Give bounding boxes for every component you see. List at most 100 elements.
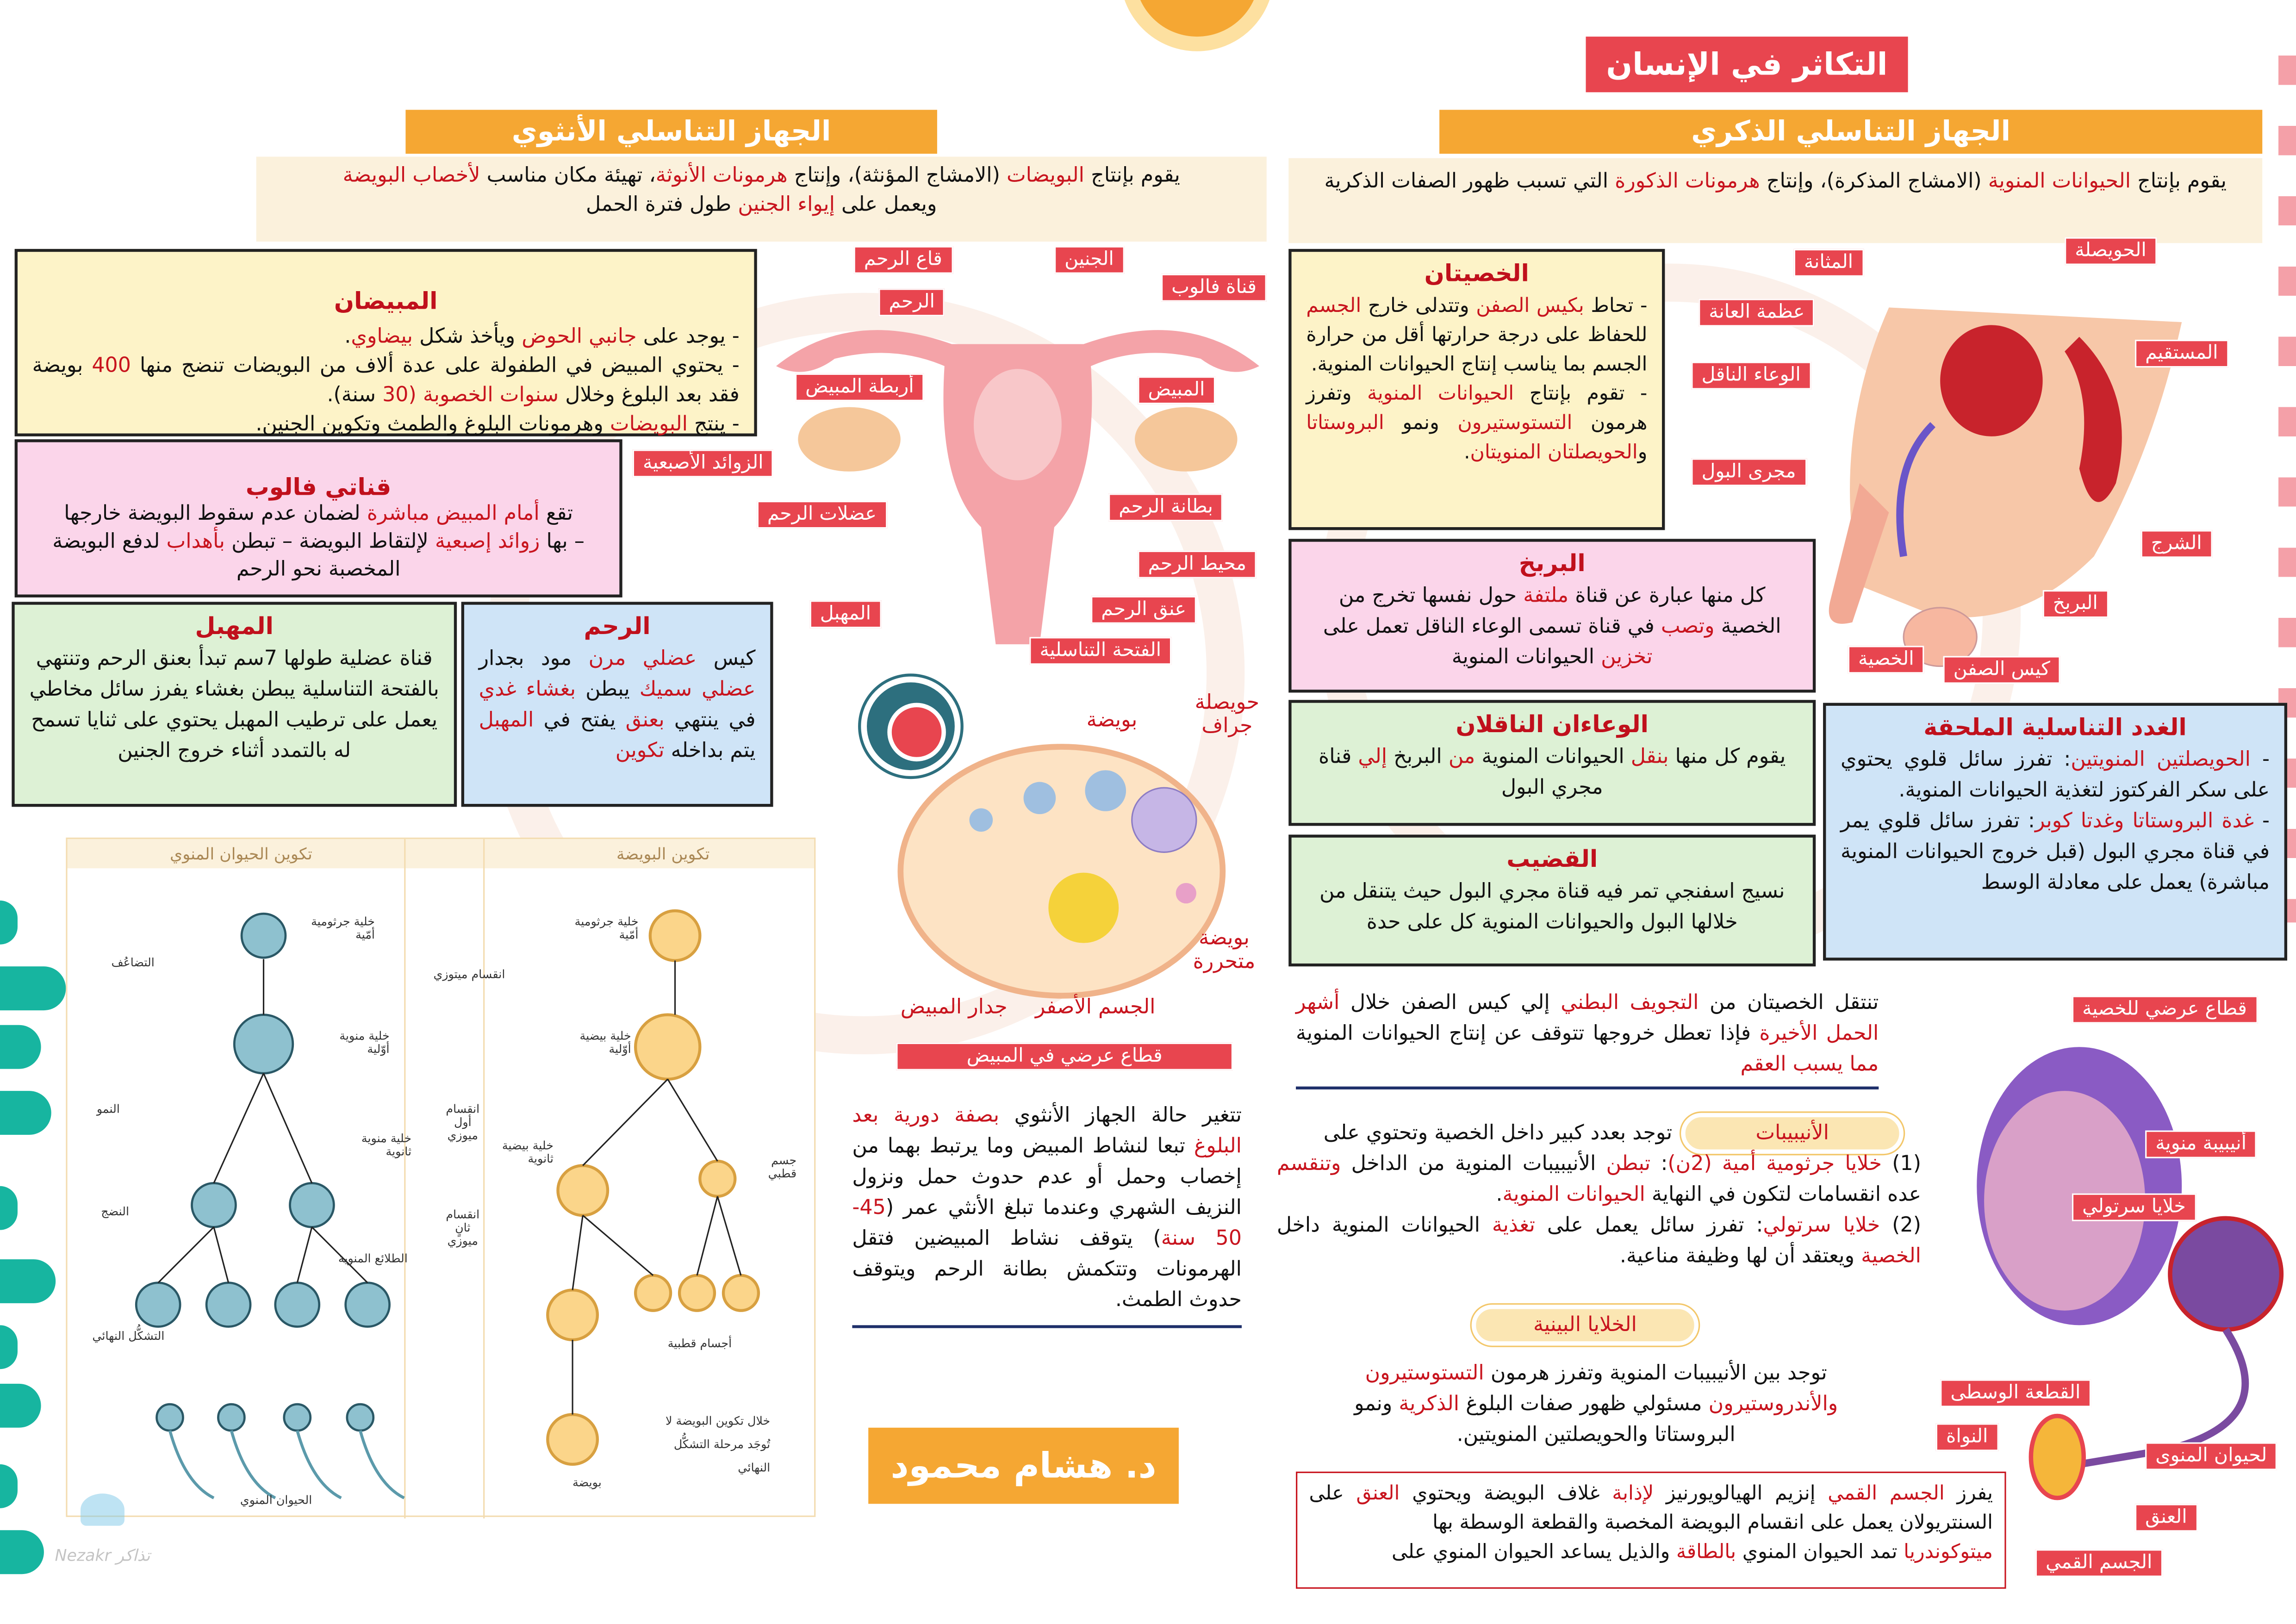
text-segment: - تقوم بإنتاج xyxy=(1529,382,1648,406)
highlighted-term: والأندروستيرون xyxy=(1708,1392,1838,1416)
highlighted-term: البروستاتا xyxy=(1306,411,1384,435)
epididymis-title: البربخ xyxy=(1518,549,1586,577)
text-segment: تنتقل الخصيتان من xyxy=(1699,991,1879,1015)
text-segment: - يوجد على xyxy=(636,325,740,349)
released-ovum-shape xyxy=(1176,883,1196,904)
highlighted-term: خلايا سرتولي xyxy=(1763,1213,1880,1238)
egg-label-1: خلية بيضية أوّلية xyxy=(579,1029,631,1056)
follicle-shape xyxy=(1085,770,1126,811)
label-uterus: الرحم xyxy=(878,288,946,317)
text-segment: ونمو البروستاتا والحويصلتين المنويتين. xyxy=(1354,1392,1736,1447)
text-segment: والذيل يساعد الحيوان المنوي على xyxy=(1391,1540,1676,1564)
text-segment: يفتح في xyxy=(534,709,626,732)
text-segment: الأنيبيبات المنوية من الداخل xyxy=(1341,1152,1606,1176)
label-seminal-vesicle: الحويصلة xyxy=(2065,237,2157,265)
highlighted-term: عضلي مرن xyxy=(588,647,697,671)
interstitial-cells-pill: الخلايا البينية xyxy=(1471,1305,1699,1346)
text-segment: ويعتقد أن لها وظيفة مناعية. xyxy=(1619,1244,1861,1268)
highlighted-term: لإذابة xyxy=(1612,1481,1654,1506)
penis-title: القضيب xyxy=(1506,845,1598,873)
text-segment: توجد بعدد كبير داخل الخصية وتحتوي على xyxy=(1323,1121,1673,1145)
text-segment: التي تسبب ظهور الصفات الذكرية xyxy=(1324,170,1615,193)
text-segment: . xyxy=(344,325,351,349)
text-segment: يقوم كل منها xyxy=(1668,745,1786,769)
text-segment: إلي كيس الصفن خلال xyxy=(1339,991,1561,1015)
text-segment: طول فترة الحمل xyxy=(586,193,738,217)
highlighted-term: المهبل xyxy=(479,709,534,732)
label-sertoli-cells: خلايا سرتولي xyxy=(2072,1193,2196,1221)
primary-spermatocyte xyxy=(233,1014,294,1075)
text-segment: - ينتج xyxy=(694,413,740,436)
text-segment: تتغير حالة الجهاز الأنثوي xyxy=(999,1104,1242,1128)
vas-deferens-title: الوعاءان الناقلان xyxy=(1456,710,1649,738)
text-segment: الحيوانات المنوية xyxy=(1475,745,1631,769)
menstrual-cycle-text: تتغير حالة الجهاز الأنثوي بصفة دورية بعد… xyxy=(852,1101,1242,1328)
text-segment: - يحتوي المبيض في الطفولة على عدة ألاف م… xyxy=(139,354,740,378)
highlighted-term: تخزين xyxy=(1601,646,1653,669)
egg-note: خلال تكوين البويضة لا تُوجَد مرحلة التشك… xyxy=(666,1414,771,1475)
text-segment: فإذا تعطل خروجها تتوقف عن إنتاج الحيوانا… xyxy=(1296,1022,1760,1046)
text-segment: حول نفسها تخرج من الخصية xyxy=(1338,584,1781,639)
sperm-head-shape xyxy=(2028,1413,2086,1500)
division-meiosis-2: انقسام ثانٍ ميوزي xyxy=(446,1208,480,1248)
teal-decoration xyxy=(0,1025,41,1069)
highlighted-term: الحويصلتان المنويتان xyxy=(1470,441,1638,464)
male-system-header: الجهاز التناسلي الذكري xyxy=(1439,110,2263,154)
highlighted-term: الحيوانات المنوية xyxy=(1367,382,1514,406)
text-segment: في قناة تسمى الوعاء الناقل تعمل على xyxy=(1323,615,1661,639)
highlighted-term: الجسم القمي xyxy=(1828,1481,1945,1506)
egg-label-5: بويضة xyxy=(572,1476,602,1489)
highlighted-term: بنقل xyxy=(1630,745,1669,769)
text-segment: سنة). xyxy=(327,383,383,407)
text-segment: : تفرز سائل قلوي يمر في قناة مجري البول … xyxy=(1841,809,2270,895)
division-mitotic: انقسام ميتوزي xyxy=(433,968,505,981)
highlighted-term: 45-50 سنة xyxy=(852,1196,1242,1251)
highlighted-term: البويضات xyxy=(1006,164,1085,187)
ovary-caption: قطاع عرضي في المبيض xyxy=(896,1042,1233,1070)
label-vas-deferens: الوعاء الناقل xyxy=(1691,361,1811,390)
stage-multiplication: التضاعُف xyxy=(111,956,155,970)
text-segment: وهرمونات البلوغ والطمث وتكوين الجنين. xyxy=(255,413,610,436)
text-segment: . xyxy=(1463,441,1470,464)
teal-decoration xyxy=(0,1186,18,1230)
text-segment: (2) xyxy=(1892,1213,1922,1238)
highlighted-term: بالطاقة xyxy=(1676,1540,1736,1564)
egg-label-4: أجسام قطبية xyxy=(667,1337,732,1350)
penis-box: القضيب نسيج اسفنجي تمر فيه قناة مجري الب… xyxy=(1288,834,1816,967)
female-system-header: الجهاز التناسلي الأنثوي xyxy=(405,110,937,154)
text-segment: لدفع البويضة المخصبة نحو الرحم xyxy=(52,530,401,582)
spermatid xyxy=(205,1282,252,1328)
text-segment: : تفرز سائل يعمل على xyxy=(1535,1213,1763,1238)
text-segment: كل منها عبارة عن قناة xyxy=(1568,584,1766,608)
teal-decoration xyxy=(0,966,66,1011)
label-corpus-luteum: الجسم الأصفر xyxy=(1035,996,1156,1020)
secondary-spermatocyte xyxy=(191,1182,237,1228)
label-ovary: المبيض xyxy=(1138,376,1215,404)
label-neck: العنق xyxy=(2134,1504,2197,1532)
sperm-formation-header: تكوين الحيوان المنوي xyxy=(170,845,312,864)
stage-maturation: النضج xyxy=(101,1205,130,1219)
text-segment: : تفرز سائل قلوي يحتوي على سكر الفركتوز … xyxy=(1841,748,2270,803)
label-graafian-follicle: حويصلة جراف xyxy=(1195,691,1260,738)
ovary-wall-shape xyxy=(897,744,1226,999)
teal-decoration xyxy=(0,1464,18,1508)
author-name: د. هشام محمود xyxy=(868,1427,1179,1504)
ovary-cross-section-diagram xyxy=(897,744,1226,999)
gametogenesis-chart: تكوين الحيوان المنوي تكوين البويضة التضا… xyxy=(66,837,816,1518)
text-segment: - xyxy=(2262,809,2270,834)
text-segment: الحيوانات المنوية داخل xyxy=(1276,1213,1492,1238)
uterus-title: الرحم xyxy=(584,612,651,640)
text-segment: (الامشاج المؤنثة)، وإنتاج xyxy=(787,164,1007,187)
highlighted-term: بعنق xyxy=(625,709,665,732)
label-testis: الخصية xyxy=(1848,646,1924,674)
teal-decoration xyxy=(0,1325,18,1369)
text-segment: على السنتريولان يعمل على انقسام البويضة … xyxy=(1309,1481,1993,1535)
highlighted-term: بأهداب xyxy=(166,530,225,554)
label-ovarian-ligament: أربطة المبيض xyxy=(795,373,924,401)
tubule-section-shape xyxy=(2168,1216,2284,1332)
uterus-diagram xyxy=(776,330,1259,645)
highlighted-term: العنق xyxy=(1356,1481,1400,1506)
accessory-glands-text: - الحويصلتين المنويتين: تفرز سائل قلوي ي… xyxy=(1841,745,2270,899)
highlighted-term: تغذية xyxy=(1492,1213,1535,1238)
label-midpiece: القطعة الوسطى xyxy=(1940,1379,2091,1407)
